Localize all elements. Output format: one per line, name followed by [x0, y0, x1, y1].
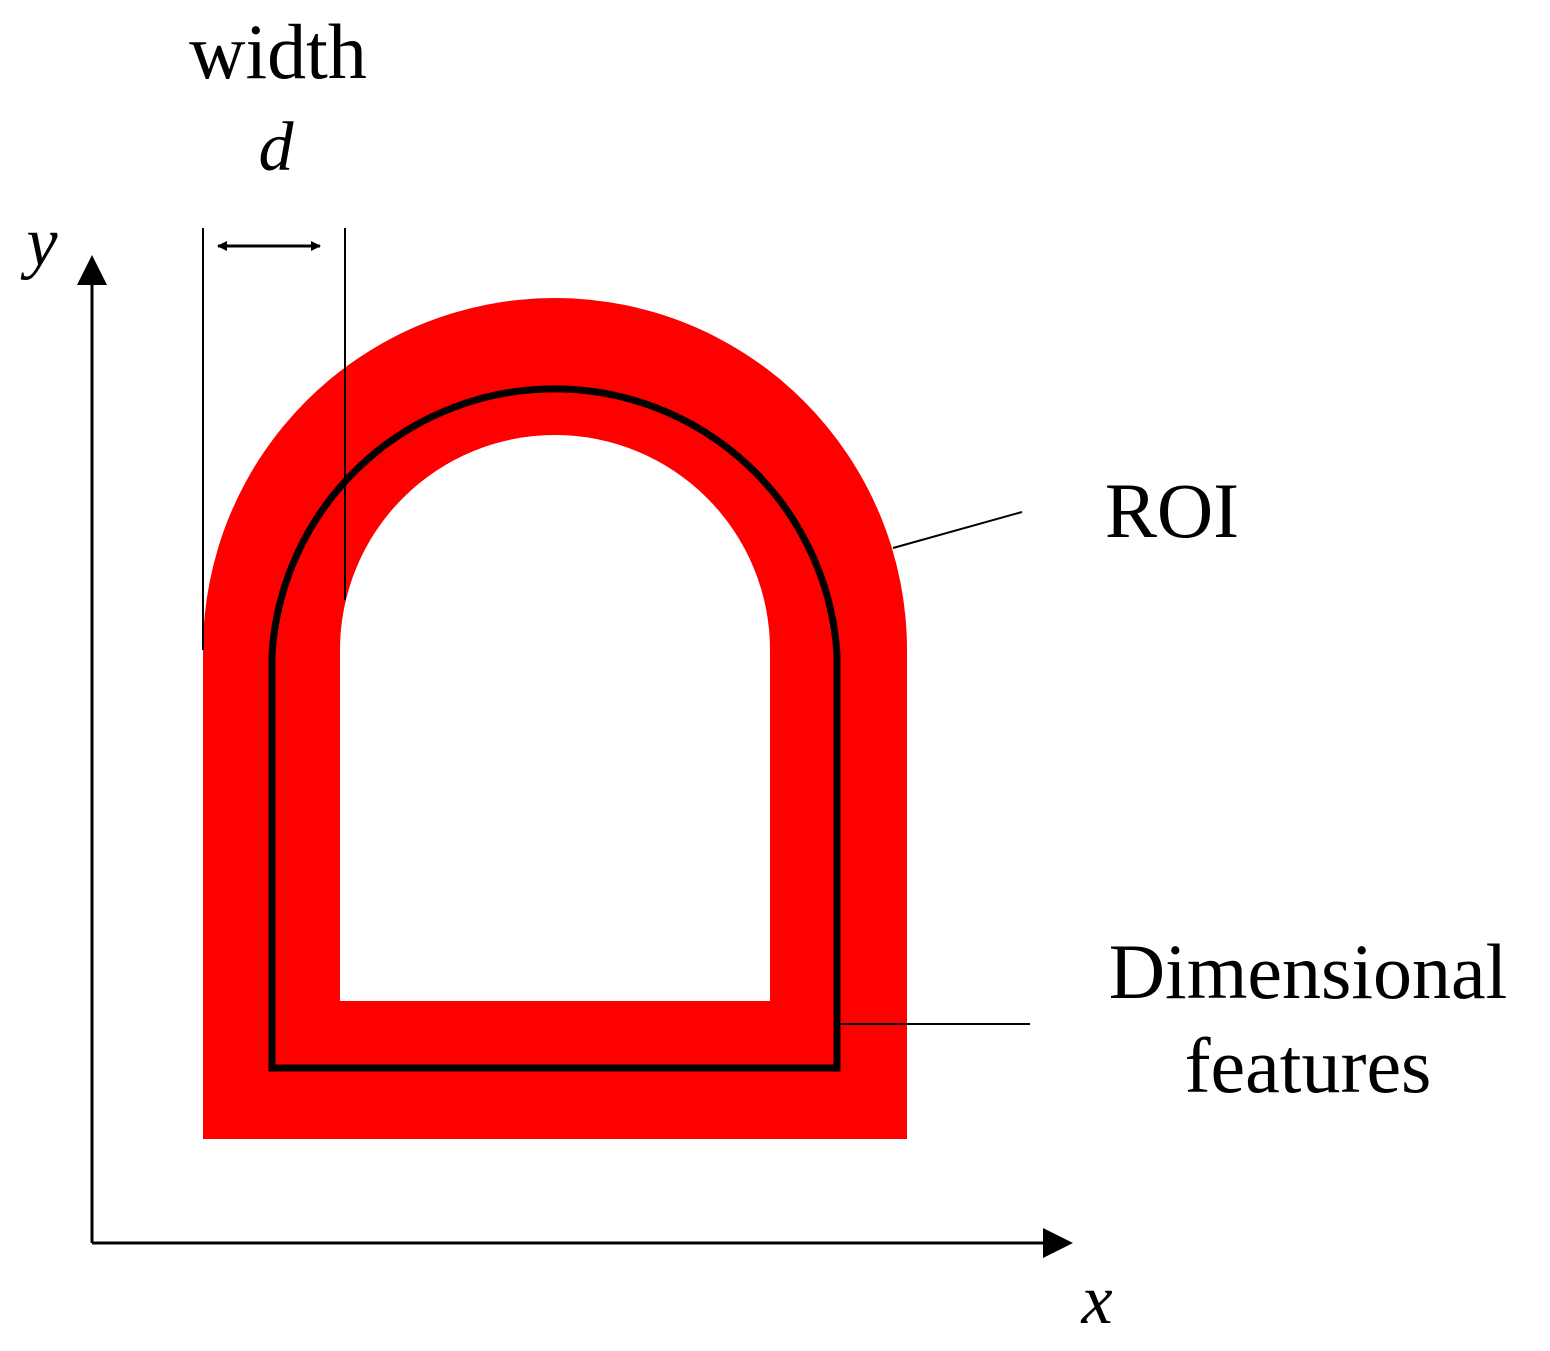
x-axis-label: x: [1080, 1262, 1112, 1339]
roi-label: ROI: [1105, 467, 1239, 554]
roi-leader-line: [892, 511, 1023, 549]
roi-band: [203, 298, 907, 1139]
width-symbol-label: d: [259, 109, 295, 186]
dimensional-features-label-line1: Dimensional: [1109, 928, 1508, 1015]
y-axis-label: y: [20, 204, 58, 281]
dimensional-feature-outline: [268, 385, 841, 1072]
width-label: width: [189, 8, 367, 95]
dimensional-features-label-line2: features: [1185, 1022, 1432, 1109]
